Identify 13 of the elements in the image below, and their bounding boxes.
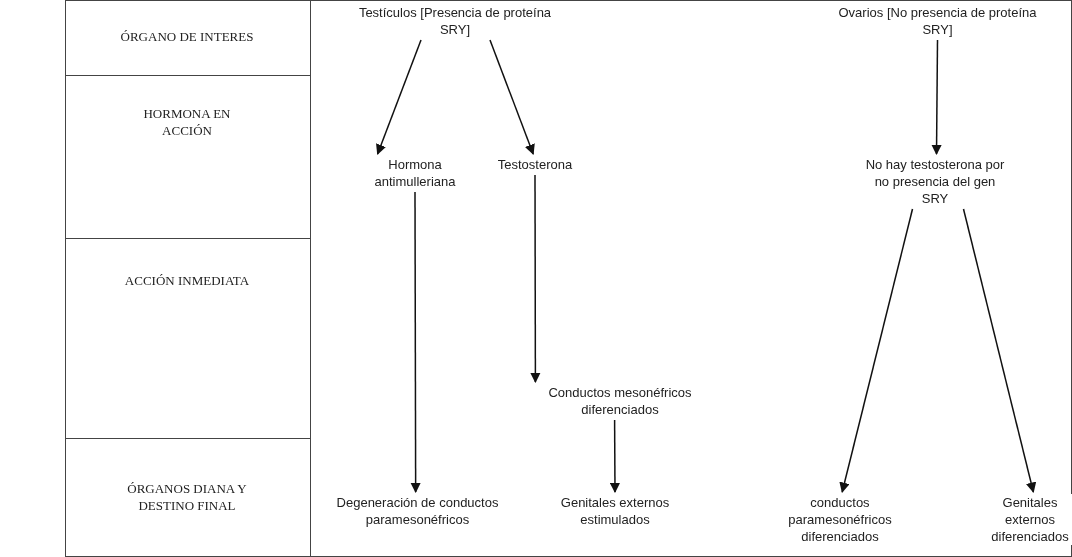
arrow [376, 39, 422, 155]
row-header: ACCIÓN INMEDIATA [123, 272, 251, 289]
arrow [489, 39, 535, 155]
row-header: HORMONA EN ACCIÓN [142, 105, 232, 139]
arrow [962, 208, 1037, 493]
row-header: ÓRGANO DE INTERES [119, 28, 255, 45]
arrow [609, 419, 621, 494]
arrow [530, 174, 541, 384]
arrow [410, 191, 421, 494]
arrow [839, 208, 914, 493]
flow-text: Genitales externos diferenciados [988, 494, 1072, 545]
row-header: ÓRGANOS DIANA Y DESTINO FINAL [126, 480, 248, 514]
arrow [931, 39, 942, 156]
